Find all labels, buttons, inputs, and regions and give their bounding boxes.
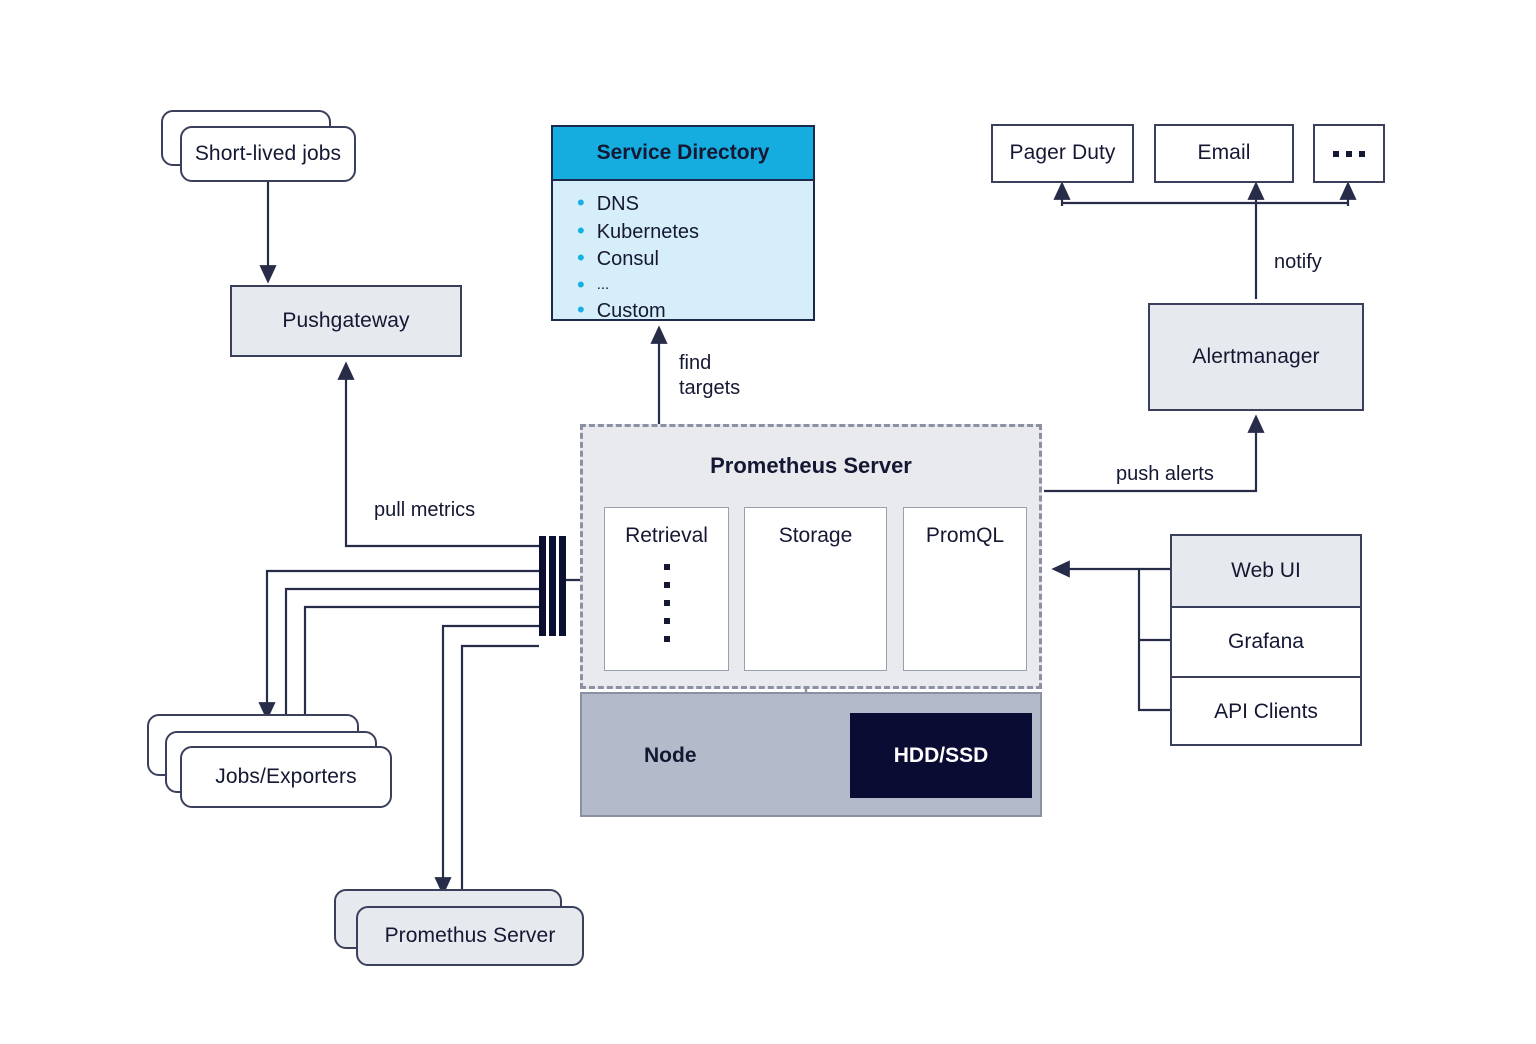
- retrieval-label: Retrieval: [625, 524, 708, 547]
- service-directory-item: • ...: [577, 271, 813, 299]
- prometheus-server-title: Prometheus Server: [710, 453, 912, 478]
- client-api-clients-label: API Clients: [1214, 700, 1318, 723]
- bullet-icon: •: [577, 297, 585, 323]
- service-directory-item: • Kubernetes: [577, 219, 813, 247]
- hdd-ssd-storage[interactable]: HDD/SSD: [850, 713, 1032, 798]
- client-api-clients[interactable]: API Clients: [1172, 676, 1360, 746]
- scrape-bus-bar: [559, 536, 566, 636]
- service-directory[interactable]: Service Directory • DNS • Kubernetes • C…: [551, 125, 815, 322]
- service-directory-title: Service Directory: [553, 127, 813, 181]
- email[interactable]: Email: [1154, 124, 1294, 183]
- service-directory-item-label: DNS: [596, 193, 639, 215]
- email-label: Email: [1197, 141, 1251, 165]
- service-directory-list: • DNS • Kubernetes • Consul • ... • Cust…: [553, 181, 813, 326]
- ellipsis-icon: [1333, 150, 1365, 157]
- jobs-exporters-label: Jobs/Exporters: [215, 764, 357, 788]
- scrape-bus-bar: [549, 536, 556, 636]
- service-directory-item-label: Custom: [596, 300, 666, 323]
- service-directory-item: • DNS: [577, 191, 813, 219]
- promethus-server-bottom-label: Promethus Server: [384, 923, 556, 947]
- storage-component[interactable]: Storage: [744, 507, 887, 671]
- edge-label-notify: notify: [1274, 251, 1322, 273]
- hdd-ssd-label: HDD/SSD: [893, 743, 989, 767]
- service-directory-item-label: ...: [596, 275, 610, 293]
- edge-label-pull-metrics: pull metrics: [374, 499, 476, 521]
- more-alert-targets[interactable]: [1313, 124, 1385, 183]
- edge-bus-to-promethus-2: [453, 644, 539, 918]
- prometheus-server[interactable]: Prometheus Server Retrieval Storage Prom…: [580, 424, 1042, 689]
- clients-stack: Web UI Grafana API Clients: [1170, 534, 1362, 746]
- pager-duty-label: Pager Duty: [1009, 141, 1116, 165]
- edge-clients-to-prometheus: [1137, 567, 1170, 712]
- bullet-icon: •: [577, 245, 585, 271]
- edge-label-find-targets: find targets: [679, 352, 741, 399]
- promql-label: PromQL: [925, 524, 1005, 547]
- pushgateway[interactable]: Pushgateway: [230, 285, 462, 357]
- service-directory-item-label: Consul: [596, 248, 659, 271]
- pager-duty[interactable]: Pager Duty: [991, 124, 1134, 183]
- client-grafana[interactable]: Grafana: [1172, 606, 1360, 676]
- edge-bus-to-promethus-1: [434, 624, 539, 896]
- client-web-ui[interactable]: Web UI: [1172, 536, 1360, 606]
- pushgateway-label: Pushgateway: [282, 308, 410, 332]
- jobs-exporters[interactable]: Jobs/Exporters: [180, 746, 392, 808]
- storage-label: Storage: [778, 524, 853, 547]
- bullet-icon: •: [577, 271, 585, 297]
- promethus-server-bottom[interactable]: Promethus Server: [356, 906, 584, 966]
- client-web-ui-label: Web UI: [1231, 559, 1301, 582]
- node-host[interactable]: Node HDD/SSD: [580, 692, 1042, 817]
- alertmanager[interactable]: Alertmanager: [1148, 303, 1364, 411]
- promql-component[interactable]: PromQL: [903, 507, 1027, 671]
- short-lived-jobs-label: Short-lived jobs: [194, 141, 342, 165]
- bullet-icon: •: [577, 217, 585, 243]
- service-directory-item: • Consul: [577, 246, 813, 274]
- service-directory-item: • Custom: [577, 298, 813, 326]
- node-label: Node: [644, 744, 697, 767]
- vertical-dots-icon: [663, 564, 670, 642]
- edge-bus-to-jobs-1: [258, 569, 539, 721]
- alertmanager-label: Alertmanager: [1192, 344, 1320, 368]
- service-directory-item-label: Kubernetes: [596, 220, 699, 243]
- edge-label-push-alerts: push alerts: [1116, 463, 1214, 485]
- retrieval-component[interactable]: Retrieval: [604, 507, 729, 671]
- scrape-bus-bar: [539, 536, 546, 636]
- client-grafana-label: Grafana: [1228, 630, 1304, 653]
- short-lived-jobs[interactable]: Short-lived jobs: [180, 126, 356, 182]
- bullet-icon: •: [577, 190, 585, 215]
